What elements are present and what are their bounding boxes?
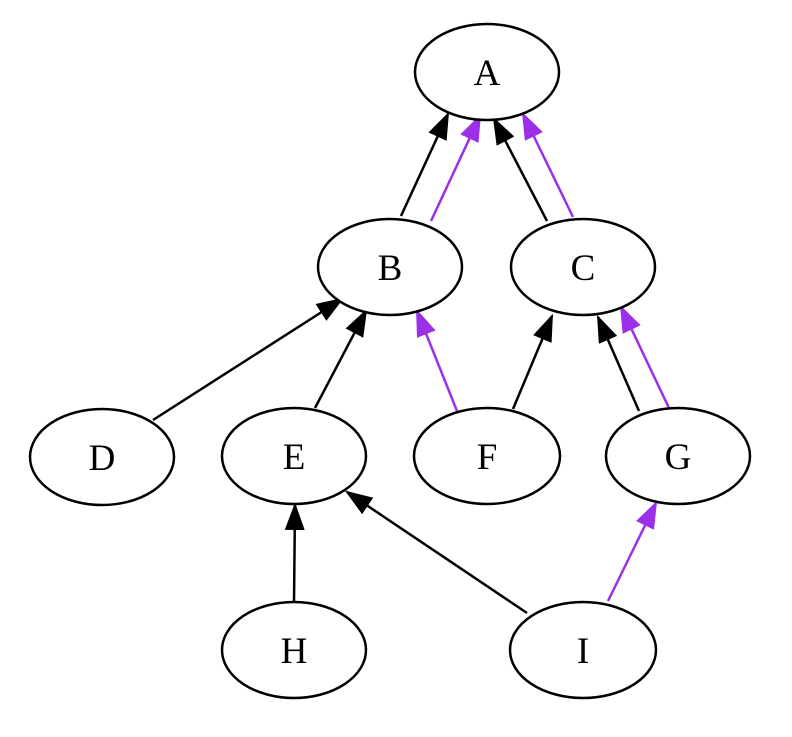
edge-F-to-C-black: [511, 313, 554, 410]
node-I: I: [508, 600, 658, 700]
edge-B-to-A-black: [399, 111, 450, 217]
edge-E-to-B-black: [313, 308, 368, 409]
node-D-shape: [28, 407, 176, 507]
node-B-shape: [316, 217, 464, 317]
edge-F-to-B-purple: [415, 308, 459, 412]
node-I-shape: [508, 600, 658, 700]
edge-H-to-E-black: [284, 502, 305, 603]
node-D: D: [28, 407, 176, 507]
node-I-label: I: [577, 631, 589, 672]
node-H: H: [220, 600, 368, 700]
edge-G-to-C-black: [596, 314, 641, 412]
node-B-label: B: [378, 248, 403, 289]
node-D-label: D: [89, 438, 116, 479]
node-H-label: H: [281, 631, 308, 672]
node-A-label: A: [474, 53, 501, 94]
node-C-shape: [509, 217, 657, 317]
edge-G-to-C-purple: [619, 304, 671, 409]
node-G-label: G: [665, 437, 692, 478]
edge-D-to-B-black: [152, 297, 345, 422]
node-E-label: E: [283, 437, 306, 478]
node-B: B: [316, 217, 464, 317]
node-C: C: [509, 217, 657, 317]
node-F-label: F: [477, 437, 498, 478]
node-A: A: [413, 22, 561, 122]
node-G: G: [604, 406, 752, 506]
node-F-shape: [412, 406, 562, 506]
edge-I-to-E-black: [344, 490, 528, 615]
edge-I-to-G-purple: [606, 500, 658, 602]
edge-C-to-A-black: [492, 116, 549, 222]
edge-C-to-A-purple: [521, 111, 575, 218]
nodes-layer: A B C D E F G H I: [28, 22, 752, 700]
edge-B-to-A-purple: [429, 113, 482, 222]
node-F: F: [412, 406, 562, 506]
node-E-shape: [220, 406, 368, 506]
node-C-label: C: [571, 248, 596, 289]
node-H-shape: [220, 600, 368, 700]
edges-layer: [152, 111, 671, 615]
node-A-shape: [413, 22, 561, 122]
node-G-shape: [604, 406, 752, 506]
node-E: E: [220, 406, 368, 506]
